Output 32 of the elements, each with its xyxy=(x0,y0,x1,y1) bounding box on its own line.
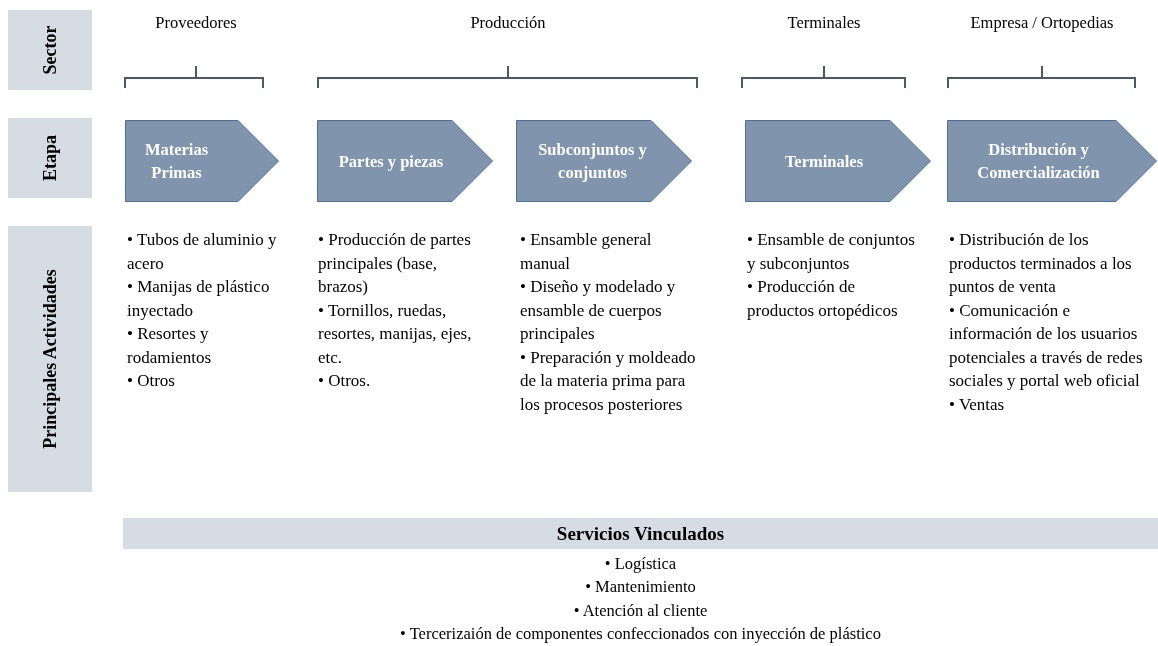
stage-banner: Terminales xyxy=(745,120,931,202)
stage-banner: Partes y piezas xyxy=(317,120,493,202)
sector-label: Terminales xyxy=(787,13,861,33)
activity-bullet: • Otros. xyxy=(318,370,372,392)
activity-bullet: • Diseño y modelado y ensamble de cuerpos principales xyxy=(520,276,677,345)
activity-bullet: • Ensamble de conjuntos y subconjuntos xyxy=(747,229,916,275)
activity-bullet: • Ensamble general manual xyxy=(520,229,653,275)
activity-bullet: • Distribución de los productos terminados a los puntos de venta xyxy=(949,229,1133,298)
sector-label: Proveedores xyxy=(155,13,237,33)
service-bullet: • Logística xyxy=(604,554,677,573)
row-header: Etapa xyxy=(8,118,92,198)
activity-bullet: • Resortes y rodamientos xyxy=(127,323,213,369)
stage-banner: Distribución y Comercialización xyxy=(947,120,1157,202)
activity-bullet: • Producción de productos ortopédicos xyxy=(747,276,899,322)
sector-label: Empresa / Ortopedias xyxy=(970,13,1114,33)
activity-bullet: • Otros xyxy=(127,370,176,392)
row-header: Sector xyxy=(8,10,92,90)
section-header: Servicios Vinculados xyxy=(123,518,1158,549)
activity-bullet: • Ventas xyxy=(949,393,1006,416)
activity-bullet: • Tubos de aluminio y acero xyxy=(127,229,278,275)
row-header: Principales Actividades xyxy=(8,226,92,492)
service-bullet: • Atención al cliente xyxy=(573,600,708,620)
service-bullet: • Tercerizaión de componentes confeccionados con inyección de plástico xyxy=(400,623,881,643)
activity-bullet: • Preparación y moldeado de la materia prima para los procesos posteriores xyxy=(520,346,697,416)
activity-bullet: • Manijas de plástico inyectado xyxy=(127,276,271,322)
activity-bullet: • Tornillos, ruedas, resortes, manijas, ejes, etc. xyxy=(318,299,473,369)
sector-label: Producción xyxy=(470,13,546,33)
activity-bullet: • Comunicación e información de los usuarios potenciales a través de redes sociales y portal web oficial xyxy=(949,299,1144,392)
stage-banner: Subconjuntos y conjuntos xyxy=(516,120,692,202)
activity-bullet: • Producción de partes principales (base, brazos) xyxy=(318,229,472,298)
stage-banner: Materias Primas xyxy=(125,120,279,202)
service-bullet: • Mantenimiento xyxy=(585,577,696,597)
